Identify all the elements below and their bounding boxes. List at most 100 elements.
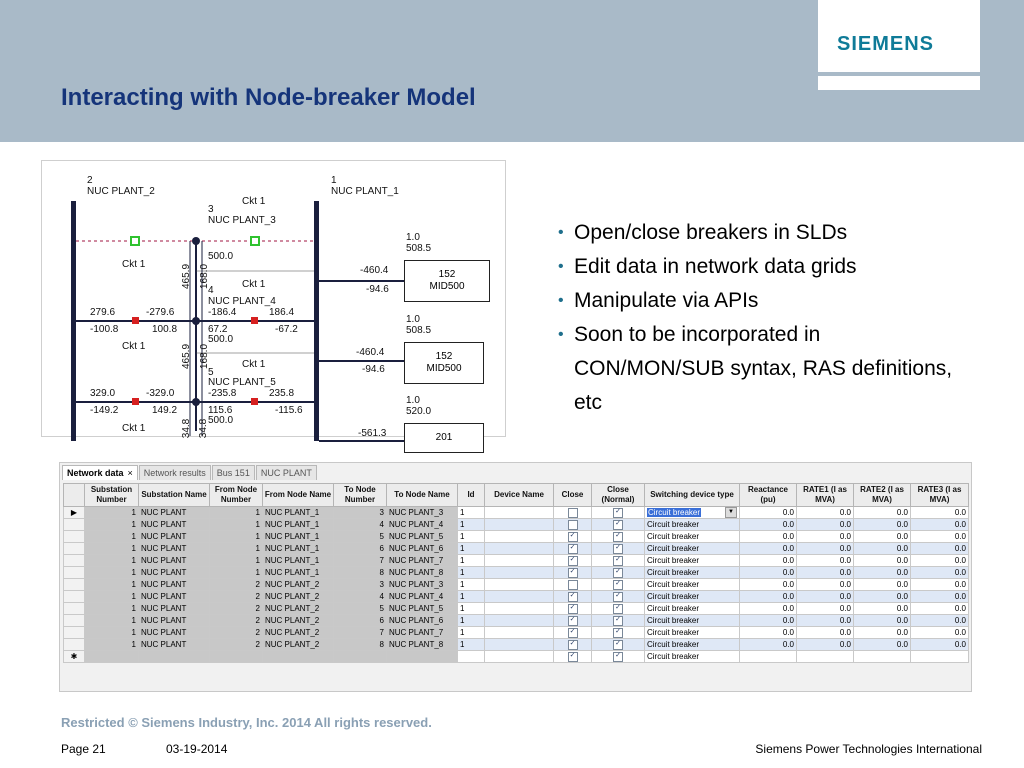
cell-r1[interactable]: 0.0 <box>796 590 854 603</box>
close-checkbox[interactable] <box>567 519 578 530</box>
row-selector[interactable] <box>63 578 85 591</box>
cell-r1[interactable]: 0.0 <box>796 506 854 519</box>
cell-id[interactable]: 1 <box>457 530 485 543</box>
new-row-cell[interactable] <box>853 650 911 663</box>
cell-r1[interactable]: 0.0 <box>796 626 854 639</box>
cell-r2[interactable]: 0.0 <box>853 554 911 567</box>
cell-type[interactable]: Circuit breaker <box>644 590 740 603</box>
cell-x[interactable]: 0.0 <box>739 590 797 603</box>
new-row-cell[interactable] <box>457 650 485 663</box>
cell-r2[interactable]: 0.0 <box>853 506 911 519</box>
row-selector[interactable] <box>63 518 85 531</box>
row-selector[interactable] <box>63 602 85 615</box>
cell-r2[interactable]: 0.0 <box>853 530 911 543</box>
row-selector[interactable] <box>63 542 85 555</box>
row-selector[interactable] <box>63 530 85 543</box>
cell-dev[interactable] <box>484 554 554 567</box>
close-checkbox[interactable] <box>567 603 578 614</box>
cell-dev[interactable] <box>484 614 554 627</box>
cell-id[interactable]: 1 <box>457 590 485 603</box>
row-selector[interactable] <box>63 614 85 627</box>
cell-r1[interactable]: 0.0 <box>796 602 854 615</box>
new-row-cell[interactable] <box>739 650 797 663</box>
cell-x[interactable]: 0.0 <box>739 602 797 615</box>
col-header[interactable]: Close <box>553 483 592 507</box>
close-checkbox[interactable] <box>567 591 578 602</box>
cell-r3[interactable]: 0.0 <box>910 638 969 651</box>
cell-r2[interactable]: 0.0 <box>853 542 911 555</box>
cell-dev[interactable] <box>484 626 554 639</box>
new-row-cell[interactable] <box>84 650 139 663</box>
cell-r3[interactable]: 0.0 <box>910 554 969 567</box>
cell-r1[interactable]: 0.0 <box>796 542 854 555</box>
new-row-marker[interactable]: ✱ <box>63 650 85 663</box>
close-checkbox[interactable] <box>567 555 578 566</box>
close-normal-checkbox[interactable] <box>613 555 623 566</box>
new-row[interactable]: ✱Circuit breaker <box>63 650 969 663</box>
row-selector[interactable] <box>63 638 85 651</box>
col-header[interactable]: RATE2 (I as MVA) <box>853 483 911 507</box>
cell-id[interactable]: 1 <box>457 566 485 579</box>
col-header[interactable]: Switching device type <box>644 483 740 507</box>
cell-x[interactable]: 0.0 <box>739 506 797 519</box>
cell-dev[interactable] <box>484 518 554 531</box>
col-header[interactable]: RATE1 (I as MVA) <box>796 483 854 507</box>
close-normal-checkbox[interactable] <box>613 579 623 590</box>
cell-r2[interactable]: 0.0 <box>853 590 911 603</box>
close-checkbox[interactable] <box>567 531 578 542</box>
cell-type[interactable]: Circuit breaker <box>644 626 740 639</box>
cell-r3[interactable]: 0.0 <box>910 518 969 531</box>
cell-id[interactable]: 1 <box>457 554 485 567</box>
cell-dev[interactable] <box>484 638 554 651</box>
row-selector[interactable] <box>63 554 85 567</box>
cell-dev[interactable] <box>484 566 554 579</box>
tab-network-data[interactable]: Network data× <box>62 465 138 480</box>
col-header[interactable]: RATE3 (I as MVA) <box>910 483 969 507</box>
cell-id[interactable]: 1 <box>457 638 485 651</box>
close-normal-checkbox[interactable] <box>613 627 623 638</box>
cell-dev[interactable] <box>484 590 554 603</box>
close-checkbox[interactable] <box>567 627 578 638</box>
cell-x[interactable]: 0.0 <box>739 554 797 567</box>
cell-id[interactable]: 1 <box>457 506 485 519</box>
new-row-cell[interactable] <box>333 650 387 663</box>
new-row-cell[interactable] <box>262 650 334 663</box>
close-normal-checkbox[interactable] <box>613 603 623 614</box>
new-row-cell[interactable] <box>386 650 458 663</box>
close-normal-checkbox[interactable] <box>613 591 623 602</box>
cell-r1[interactable]: 0.0 <box>796 518 854 531</box>
cell-r2[interactable]: 0.0 <box>853 614 911 627</box>
breaker-closed-1[interactable] <box>132 317 139 324</box>
breaker-open-2[interactable] <box>250 236 260 246</box>
cell-x[interactable]: 0.0 <box>739 542 797 555</box>
cell-r1[interactable]: 0.0 <box>796 578 854 591</box>
cell-id[interactable]: 1 <box>457 518 485 531</box>
load-box-3[interactable]: 201 <box>404 423 484 453</box>
close-normal-checkbox[interactable] <box>613 639 623 650</box>
cell-r2[interactable]: 0.0 <box>853 602 911 615</box>
cell-id[interactable]: 1 <box>457 614 485 627</box>
cell-r2[interactable]: 0.0 <box>853 566 911 579</box>
cell-r3[interactable]: 0.0 <box>910 506 969 519</box>
close-normal-checkbox[interactable] <box>613 519 623 530</box>
close-checkbox[interactable] <box>567 543 578 554</box>
cell-r2[interactable]: 0.0 <box>853 578 911 591</box>
cell-dev[interactable] <box>484 530 554 543</box>
col-header[interactable]: Device Name <box>484 483 554 507</box>
close-normal-checkbox[interactable] <box>613 531 623 542</box>
cell-id[interactable]: 1 <box>457 602 485 615</box>
cell-r3[interactable]: 0.0 <box>910 530 969 543</box>
breaker-closed-4[interactable] <box>251 398 258 405</box>
breaker-closed-3[interactable] <box>132 398 139 405</box>
new-row-cell[interactable] <box>209 650 263 663</box>
cell-type[interactable]: Circuit breaker▼ <box>644 506 740 519</box>
cell-type[interactable]: Circuit breaker <box>644 530 740 543</box>
cell-dev[interactable] <box>484 542 554 555</box>
cell-type[interactable]: Circuit breaker <box>644 602 740 615</box>
col-header[interactable]: From Node Number <box>209 483 263 507</box>
cell-x[interactable]: 0.0 <box>739 518 797 531</box>
